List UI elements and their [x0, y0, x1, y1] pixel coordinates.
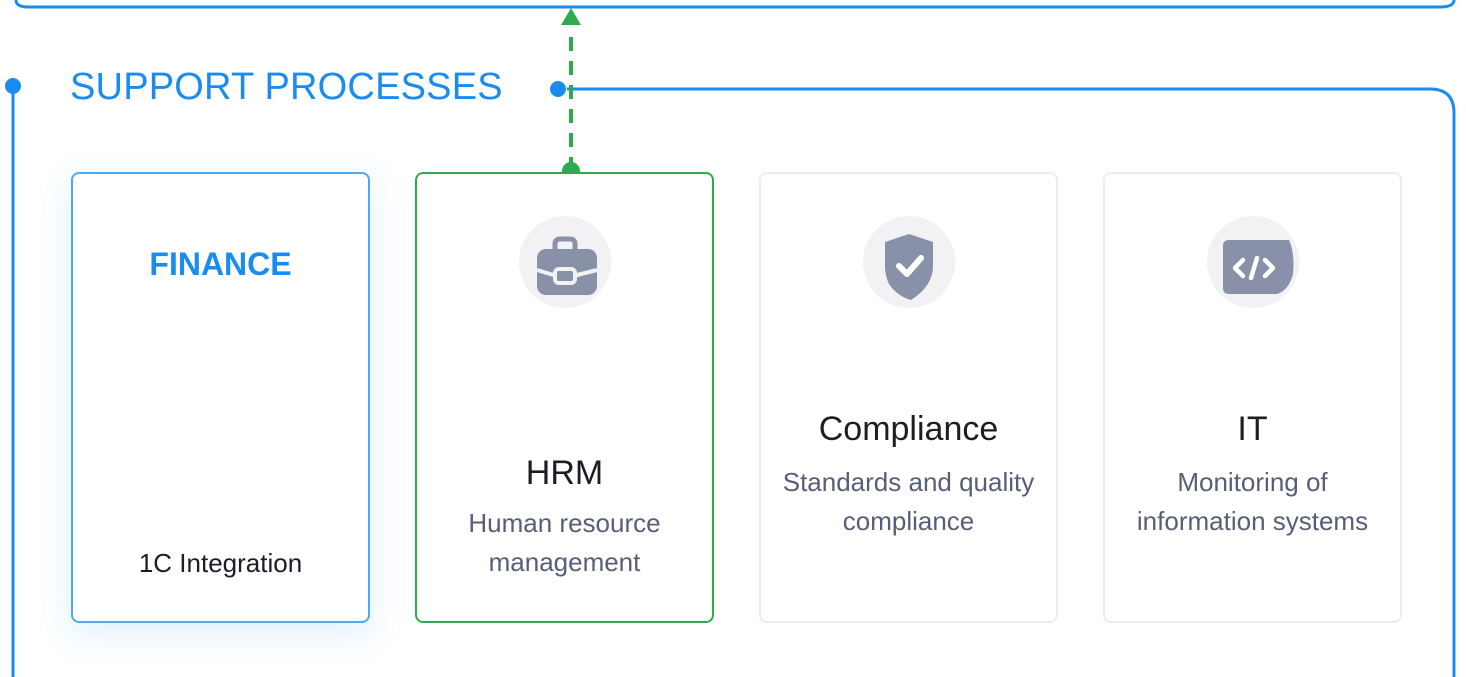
section-title: SUPPORT PROCESSES [70, 66, 503, 108]
support-processes-border [567, 87, 1456, 677]
container-start-dot [5, 78, 21, 94]
card-title: IT [1237, 410, 1268, 448]
card-it[interactable]: IT Monitoring of information systems [1103, 172, 1402, 623]
container-title-dot [550, 81, 566, 97]
card-title: FINANCE [149, 246, 292, 282]
card-title: Compliance [818, 410, 999, 448]
code-icon [1205, 214, 1301, 310]
card-description: 1C Integration [138, 548, 303, 578]
card-description: Monitoring of information systems [1136, 467, 1369, 536]
hrm-connector-arrowhead [561, 8, 581, 25]
shield-check-icon [861, 214, 957, 310]
card-description: Standards and quality compliance [782, 467, 1035, 536]
upper-container-border [14, 0, 1456, 9]
briefcase-icon [517, 214, 613, 310]
card-description: Human resource management [468, 508, 661, 577]
card-hrm[interactable]: HRM Human resource management [415, 172, 714, 623]
card-compliance[interactable]: Compliance Standards and quality complia… [759, 172, 1058, 623]
card-finance[interactable]: FINANCE 1C Integration [71, 172, 370, 623]
card-title: HRM [525, 454, 604, 492]
